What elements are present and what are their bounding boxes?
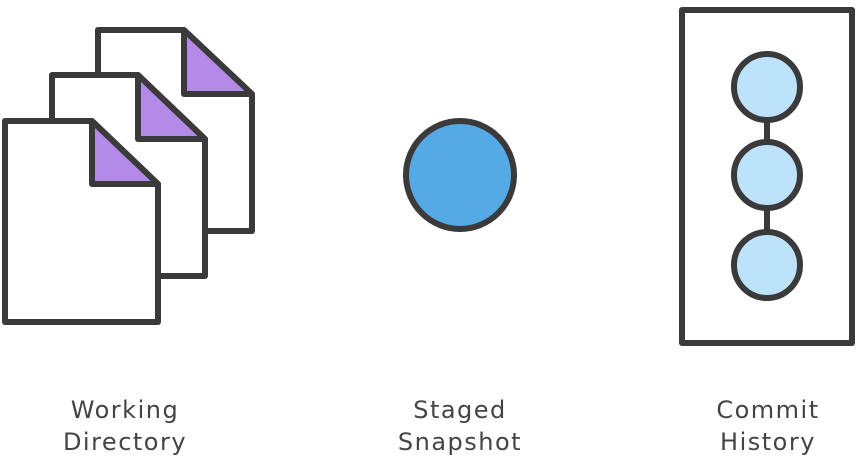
commit-node <box>731 229 803 301</box>
staged-snapshot-label-line2: Snapshot <box>397 428 523 456</box>
document-icon-front <box>2 118 161 325</box>
commit-history-label-line2: History <box>720 428 816 456</box>
commit-chain-icon <box>679 7 855 346</box>
working-directory-label: Working Directory <box>15 394 235 458</box>
working-directory-label-line1: Working <box>70 396 180 424</box>
snapshot-circle-icon <box>403 118 517 232</box>
working-directory-label-line2: Directory <box>62 428 188 456</box>
stacked-documents-icon <box>2 27 255 325</box>
staged-snapshot-label: Staged Snapshot <box>350 394 570 458</box>
commit-node <box>731 139 803 211</box>
commit-history-label: Commit History <box>658 394 860 458</box>
commit-history-label-line1: Commit <box>716 396 820 424</box>
commit-node <box>731 51 803 123</box>
staged-snapshot-label-line1: Staged <box>413 396 507 424</box>
